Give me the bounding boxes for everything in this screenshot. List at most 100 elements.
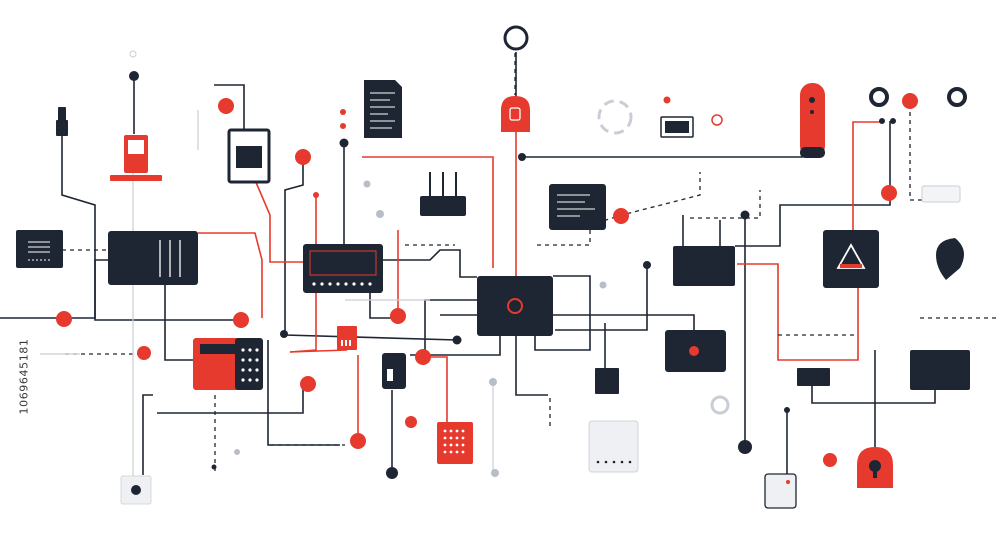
node-dot [890, 118, 896, 124]
node-dot [491, 469, 499, 477]
speaker-dot [809, 97, 815, 103]
network-hub-icon [477, 276, 553, 336]
center-left-devices [303, 80, 473, 464]
node-dot [313, 192, 319, 198]
phone-icon [382, 353, 406, 389]
location-pin-icon [936, 238, 964, 280]
connector-line [198, 232, 263, 318]
connector-line [424, 299, 477, 355]
connector-line [214, 84, 245, 130]
center-right-devices [549, 99, 735, 473]
connector-line [735, 121, 891, 247]
connector-line [369, 293, 395, 319]
plug-head [58, 107, 66, 121]
router-icon [303, 244, 383, 293]
node-dot [599, 281, 607, 289]
top-beacon [501, 25, 530, 132]
connector-line [142, 394, 153, 475]
hub-indicator [507, 298, 523, 314]
chip-pins [341, 340, 351, 346]
device-screen [128, 140, 144, 154]
connector-line [61, 135, 240, 321]
node-dot [234, 449, 240, 455]
warning-bar [840, 264, 862, 268]
ring-node-icon [503, 25, 529, 51]
connector-line [0, 259, 108, 319]
node-dot [415, 349, 431, 365]
node-dot [738, 440, 752, 454]
connector-line [410, 336, 501, 356]
lock-slot [509, 107, 521, 121]
chip-grid-dots [443, 429, 465, 454]
router-screen [309, 250, 377, 276]
document-icon [364, 80, 402, 138]
socket-dot [131, 485, 141, 495]
node-dot [390, 308, 406, 324]
switch-box-icon [420, 196, 466, 216]
usb-plug-icon [56, 120, 68, 136]
mini-screen [665, 121, 689, 133]
node-dot [710, 395, 730, 415]
chip-grid-icon [437, 422, 473, 464]
node-dot [339, 138, 349, 148]
connector-line [383, 249, 477, 278]
connector-line [164, 285, 193, 361]
node-dot [295, 149, 311, 165]
node-dot [902, 93, 918, 109]
server-icon [108, 231, 198, 285]
node-dot [663, 96, 671, 104]
phone-screen [387, 369, 393, 381]
left-devices [16, 71, 271, 505]
keypad-grid [241, 348, 259, 382]
node-dot [280, 330, 288, 338]
connector-line [515, 336, 548, 396]
node-dot [881, 185, 897, 201]
access-point-icon [673, 246, 735, 286]
node-dot [350, 433, 366, 449]
node-dot [643, 261, 651, 269]
document-screen-icon [16, 230, 63, 268]
node-dot [711, 114, 723, 126]
red-nodes [56, 93, 918, 467]
right-devices [764, 83, 970, 509]
connector-line [534, 275, 591, 351]
switch-led [786, 480, 790, 484]
central-hub [477, 276, 553, 336]
device-stand [110, 175, 162, 181]
sensor-block-icon [595, 368, 619, 394]
dark-connectors [0, 52, 936, 476]
dashed-line [909, 112, 930, 201]
node-dot [340, 109, 346, 115]
ring-node-icon [947, 87, 967, 107]
display-inner [236, 146, 262, 168]
connector-line [289, 349, 348, 353]
dark-nodes [211, 118, 896, 479]
connector-line [737, 263, 859, 361]
router-leds [312, 282, 372, 286]
smart-speaker-icon [800, 83, 825, 158]
access-panel-icon [588, 420, 639, 473]
speaker-dot [810, 110, 814, 114]
speaker-base [800, 147, 825, 158]
node-dot [823, 453, 837, 467]
chip-icon [337, 326, 357, 350]
warning-panel-icon [823, 230, 879, 288]
connector-line [852, 121, 882, 230]
wall-display-icon [910, 350, 970, 390]
node-dot [363, 180, 371, 188]
node-dot [340, 123, 346, 129]
node-dot [518, 153, 526, 161]
node-dot [613, 208, 629, 224]
node-dot [489, 378, 497, 386]
dashed-line [690, 190, 761, 219]
node-dot [386, 467, 398, 479]
card-reader-icon [797, 368, 830, 386]
connector-line [553, 314, 695, 330]
panel-dots [596, 460, 632, 464]
node-dot [218, 98, 234, 114]
red-connectors [198, 121, 882, 440]
camera-lens [689, 346, 699, 356]
doorbell-stem [873, 468, 877, 478]
node-dot [56, 311, 72, 327]
node-dot [300, 376, 316, 392]
